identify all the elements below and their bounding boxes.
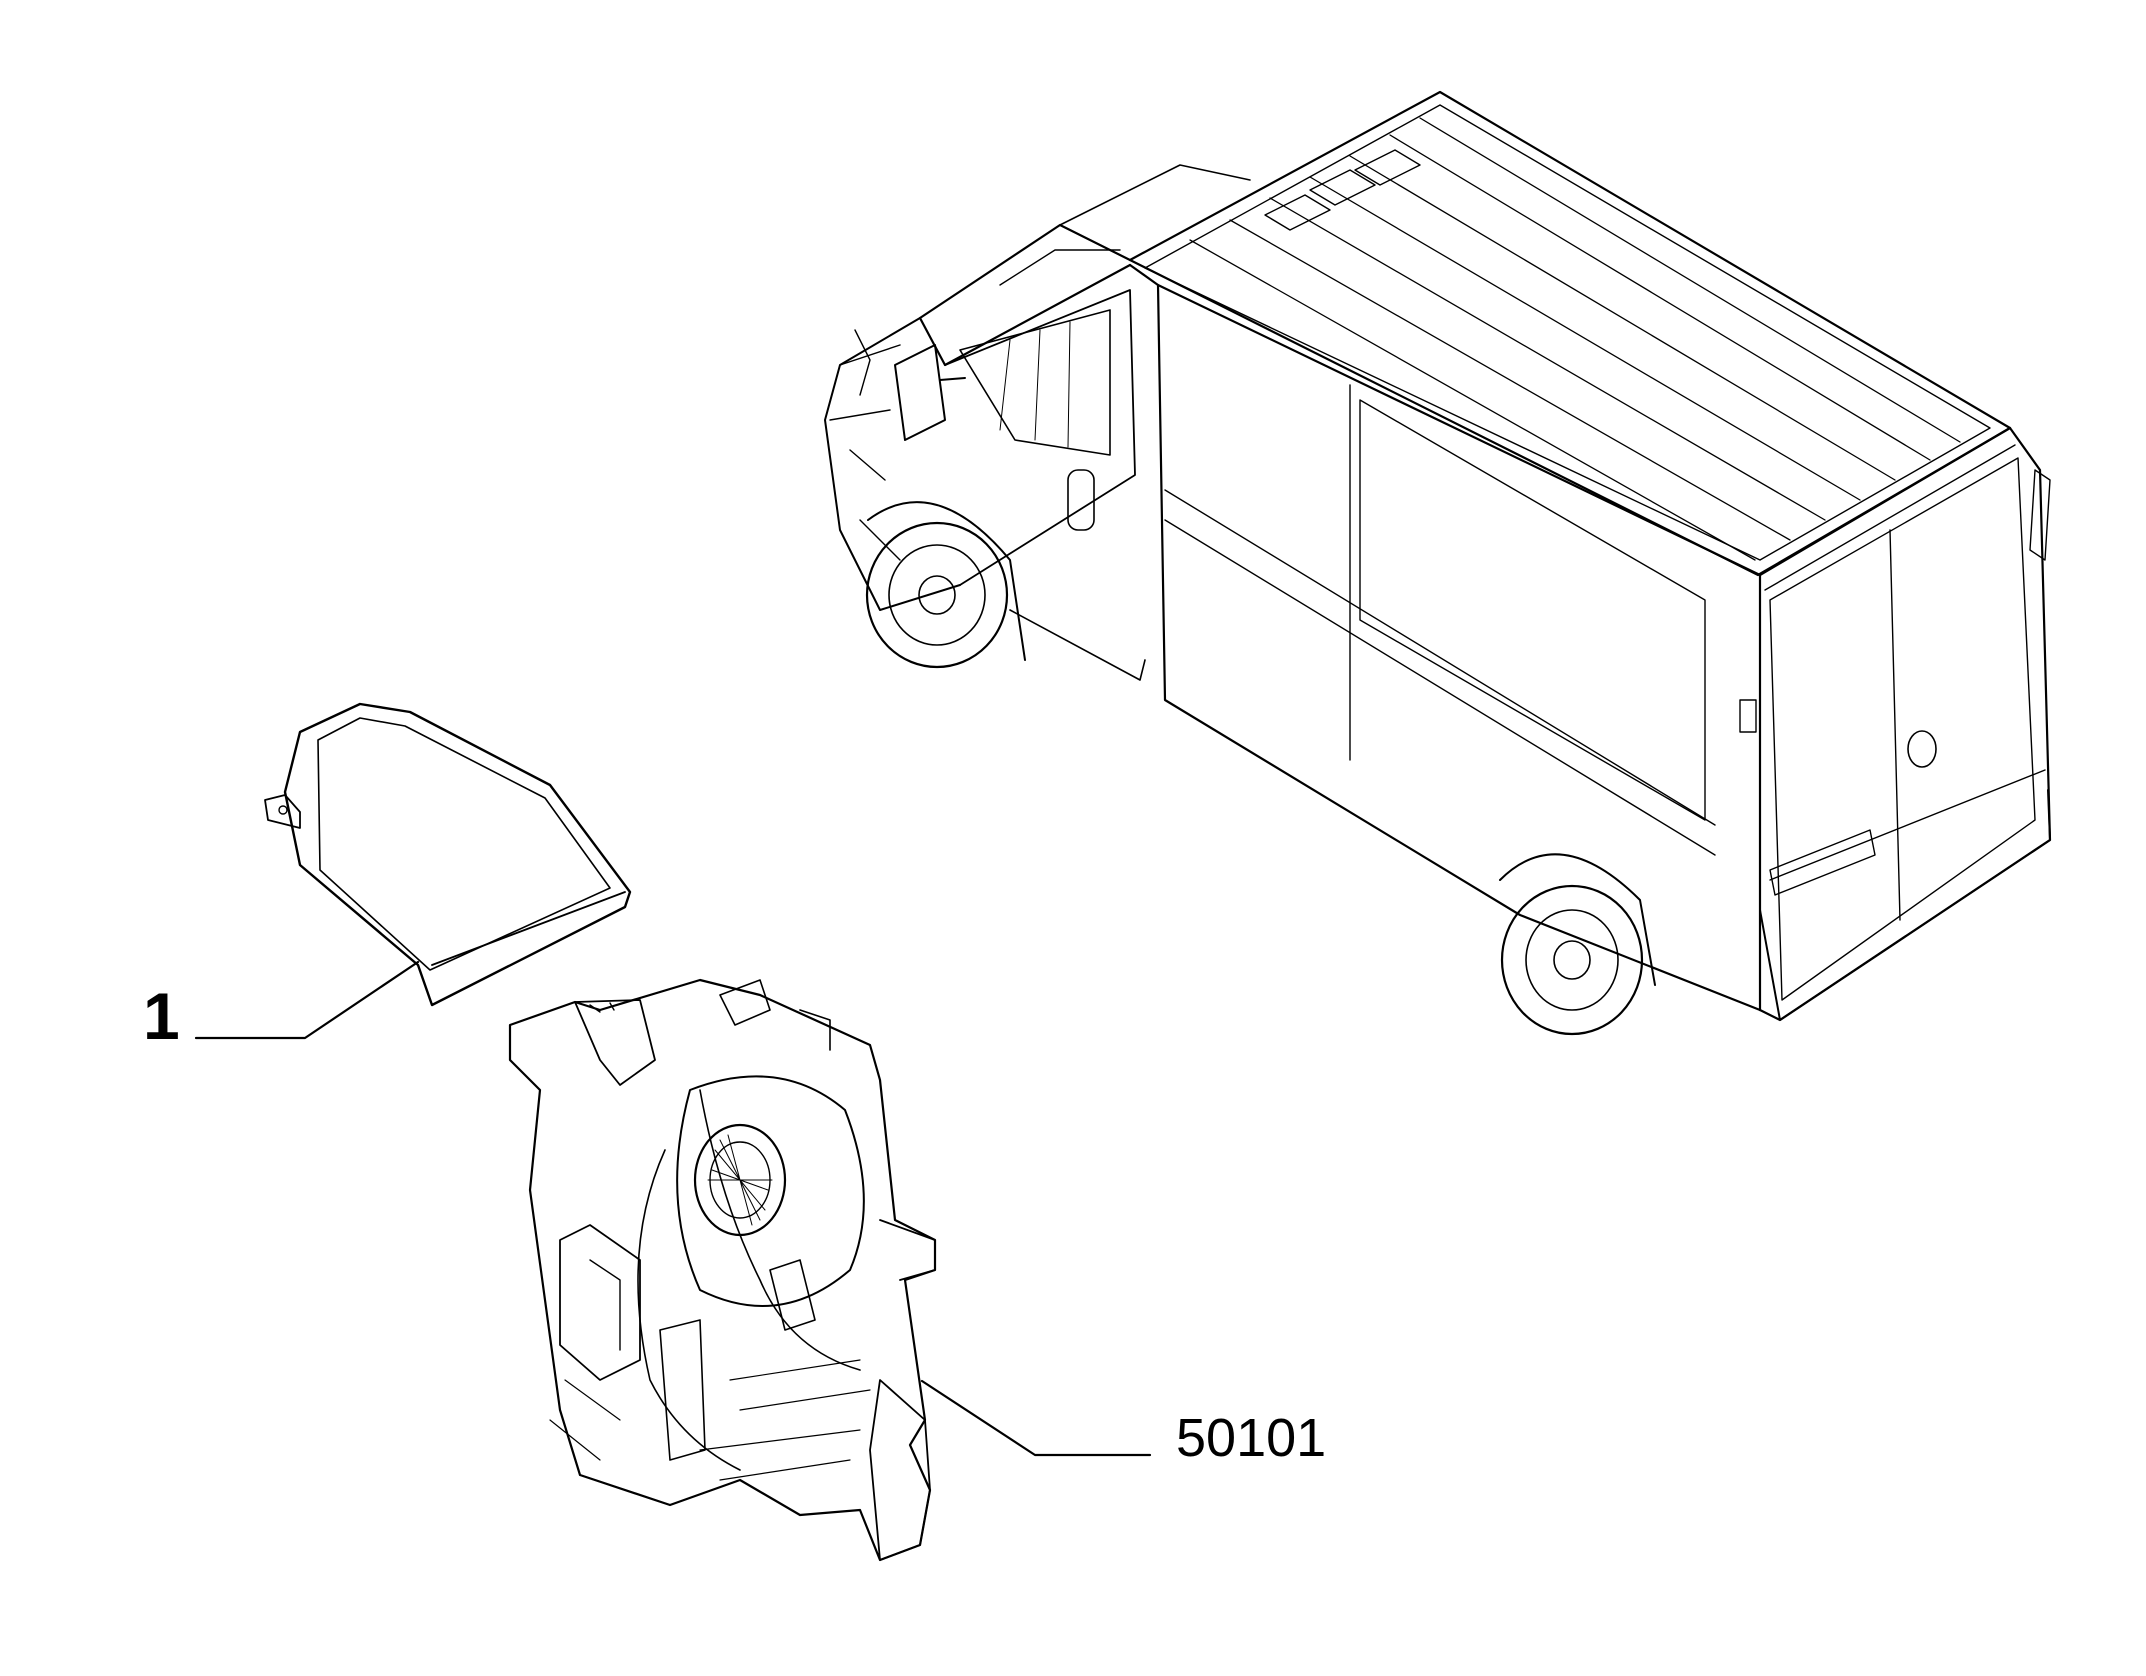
- leader-line-1: [194, 960, 420, 1040]
- van-illustration: [824, 90, 2052, 1036]
- heater-blower-assembly: [508, 978, 937, 1562]
- leader-line-50101: [920, 1379, 1152, 1457]
- callout-label-50101: 50101: [1176, 1408, 1327, 1468]
- air-duct-cover: [264, 702, 632, 1007]
- callout-label-1: 1: [143, 979, 180, 1053]
- callout-leaders: [194, 960, 1152, 1457]
